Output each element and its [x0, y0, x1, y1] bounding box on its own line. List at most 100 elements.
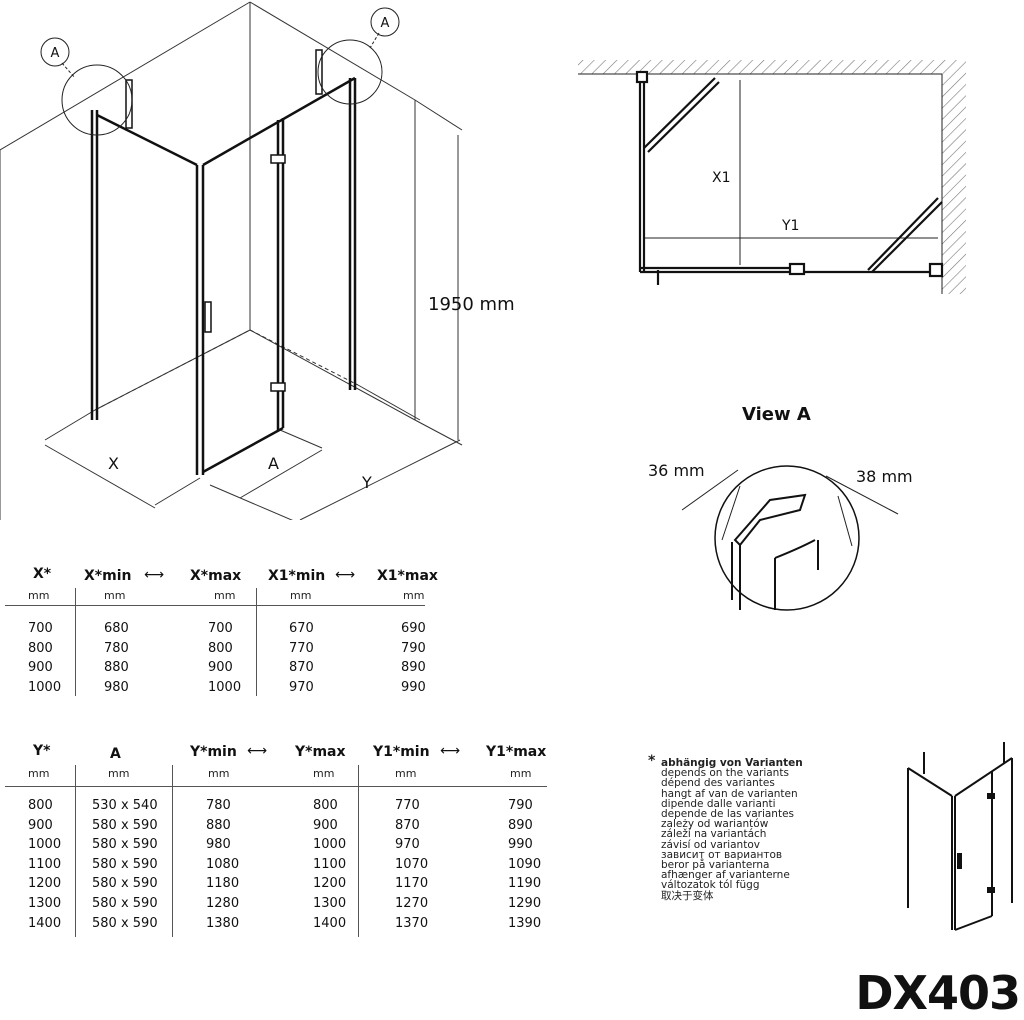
table-cell: 800	[28, 640, 53, 656]
note-line: 取决于变体	[661, 889, 714, 902]
table-cell: 1180	[206, 876, 240, 892]
table-cell: 800	[28, 798, 53, 813]
table-cell: 680	[104, 621, 129, 636]
note-line: beror på varianterna	[661, 859, 770, 872]
arrow-icon: ⟷	[144, 567, 165, 583]
table-cell: 1000	[28, 837, 62, 853]
unit: mm	[104, 589, 126, 602]
table-cell: 580 x 590	[92, 896, 158, 911]
height-label: 1950 mm	[428, 294, 515, 315]
table-divider	[358, 765, 359, 937]
wall-edge	[0, 1, 251, 151]
unit: mm	[403, 589, 425, 602]
table-cell: 690	[401, 621, 426, 636]
callout-a-left-label: A	[51, 46, 60, 61]
detail-circle	[714, 465, 860, 611]
table-cell: 900	[313, 817, 338, 833]
th-x1min: X1*min	[268, 568, 326, 584]
th-x: X*	[33, 566, 52, 582]
table-cell: 1200	[28, 876, 62, 892]
table-divider	[75, 765, 76, 937]
table-cell: 880	[104, 660, 129, 675]
th-xmin: X*min	[84, 568, 132, 584]
table-cell: 890	[508, 817, 533, 833]
table-cell: 1070	[395, 856, 429, 872]
table-cell: 880	[206, 817, 231, 833]
table-cell: 1390	[508, 915, 542, 931]
note-line: afhænger af varianterne	[661, 869, 790, 882]
th-a: A	[110, 746, 121, 762]
table-cell: 1100	[28, 856, 62, 872]
table-cell: 580 x 590	[92, 856, 158, 872]
table-cell: 1290	[508, 896, 542, 911]
table-cell: 530 x 540	[92, 798, 158, 813]
th-x1max: X1*max	[377, 568, 438, 584]
table-cell: 1270	[395, 896, 429, 911]
note-line: dépend des variantes	[661, 777, 775, 790]
table-cell: 1400	[28, 915, 62, 931]
table-divider	[75, 588, 76, 696]
table-divider	[5, 786, 547, 787]
model-name: DX403	[855, 966, 1021, 1020]
table-cell: 670	[289, 621, 314, 636]
plan-view: X1 Y1	[578, 60, 966, 294]
callout-circle-right	[317, 39, 383, 105]
arrow-icon: ⟷	[247, 743, 268, 759]
callout-a-right-label: A	[381, 16, 390, 31]
table-cell: 1190	[508, 876, 542, 892]
table-cell: 700	[208, 621, 233, 636]
callout-circle-left	[61, 64, 133, 136]
unit: mm	[28, 589, 50, 602]
table-cell: 1280	[206, 896, 240, 911]
note-line: változatok tól függ	[661, 879, 760, 892]
th-y1min: Y1*min	[373, 744, 430, 760]
table-cell: 780	[104, 640, 129, 656]
unit: mm	[108, 767, 130, 780]
table-cell: 900	[28, 660, 53, 675]
table-cell: 1300	[28, 896, 62, 911]
table-cell: 580 x 590	[92, 876, 158, 892]
detail-view: 36 mm 38 mm	[648, 461, 913, 611]
table-cell: 770	[289, 640, 314, 656]
table-cell: 800	[313, 798, 338, 813]
table-cell: 980	[104, 679, 129, 695]
table-cell: 970	[395, 837, 420, 853]
table-cell: 1080	[206, 856, 240, 872]
shower-enclosure	[90, 76, 357, 475]
unit: mm	[395, 767, 417, 780]
note-line: hangt af van de varianten	[661, 787, 798, 800]
note-line: záleží na variantách	[661, 828, 767, 841]
asterisk-marker: *	[648, 753, 656, 769]
wall-hatch-right	[942, 74, 966, 294]
table-cell: 580 x 590	[92, 915, 158, 931]
th-ymax: Y*max	[295, 744, 346, 760]
table-cell: 790	[401, 640, 426, 656]
unit: mm	[290, 589, 312, 602]
table-cell: 970	[289, 679, 314, 695]
th-y: Y*	[33, 743, 51, 759]
table-cell: 800	[208, 640, 233, 656]
note-line: dipende dalle varianti	[661, 797, 776, 810]
table-cell: 890	[401, 660, 426, 675]
profile-detail	[731, 493, 819, 610]
table-cell: 790	[508, 798, 533, 813]
x1-label: X1	[712, 170, 731, 186]
table-divider	[5, 605, 425, 606]
table-cell: 1170	[395, 876, 429, 892]
table-cell: 900	[28, 817, 53, 833]
table-cell: 1370	[395, 915, 429, 931]
wall-edge	[249, 1, 416, 101]
wall-hatch-top	[578, 60, 966, 74]
table-cell: 870	[289, 660, 314, 675]
table-cell: 700	[28, 621, 53, 636]
table-cell: 900	[208, 660, 233, 675]
note-line: abhängig von Varianten	[661, 757, 803, 769]
table-cell: 1300	[313, 896, 347, 911]
table-cell: 580 x 590	[92, 837, 158, 853]
y1-label: Y1	[781, 218, 799, 234]
arrow-icon: ⟷	[440, 743, 461, 759]
table-cell: 990	[401, 679, 426, 695]
isometric-drawing: A A 1950 mm X A Y	[0, 1, 515, 520]
th-y1max: Y1*max	[486, 744, 547, 760]
